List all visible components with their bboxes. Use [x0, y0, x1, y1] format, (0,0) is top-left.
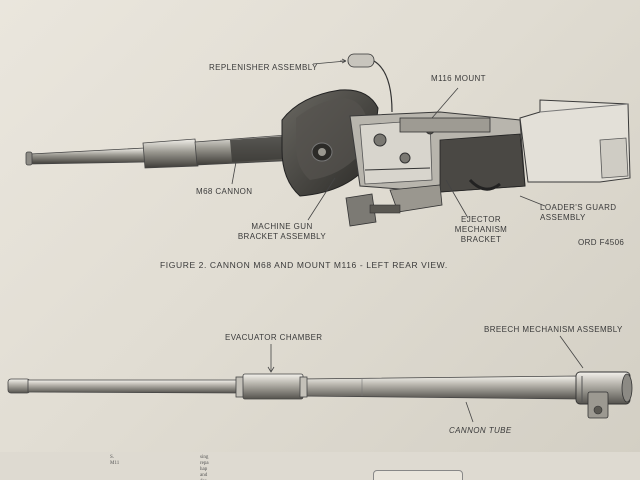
replenisher-assembly	[347, 53, 393, 113]
ejector-bracket-parts	[345, 184, 443, 227]
manual-page: REPLENISHER ASSEMBLY M116 MOUNT M68 CANN…	[0, 0, 640, 456]
evacuator-chamber-label: EVACUATOR CHAMBER	[225, 333, 323, 342]
m116-mount-label: M116 MOUNT	[431, 74, 486, 83]
loaders-guard-label: LOADER'S GUARD ASSEMBLY	[540, 203, 617, 222]
figure-caption: FIGURE 2. CANNON M68 AND MOUNT M116 - LE…	[160, 260, 448, 270]
cannon-mount-illustration	[25, 53, 631, 227]
ejector-mechanism-bracket-label: EJECTOR MECHANISM BRACKET	[454, 215, 508, 244]
tube-leader-lines	[267, 335, 584, 423]
breech-mechanism-body	[349, 111, 526, 193]
next-page-text-col1: S. M11	[110, 455, 120, 466]
leader-lines	[231, 58, 546, 221]
replenisher-assembly-label: REPLENISHER ASSEMBLY	[209, 63, 318, 72]
machine-gun-bracket-label: MACHINE GUN BRACKET ASSEMBLY	[237, 222, 327, 241]
cannon-tube-label: CANNON TUBE	[449, 426, 512, 435]
m68-cannon-label: M68 CANNON	[196, 187, 253, 196]
ord-number: ORD F4506	[578, 238, 625, 247]
m68-cannon-barrel	[25, 133, 303, 169]
breech-mechanism-assembly	[575, 371, 633, 419]
next-page-box	[373, 470, 463, 480]
evacuator-chamber	[235, 373, 308, 400]
breech-mechanism-assembly-label: BREECH MECHANISM ASSEMBLY	[484, 325, 623, 334]
cannon-tube-illustration	[7, 335, 633, 423]
underlying-page-edge: S. M11 sing repa hap and des whic stal T…	[0, 452, 640, 480]
next-page-text-col2: sing repa hap and des whic stal TM	[200, 455, 209, 480]
loaders-guard-plate	[519, 99, 631, 183]
